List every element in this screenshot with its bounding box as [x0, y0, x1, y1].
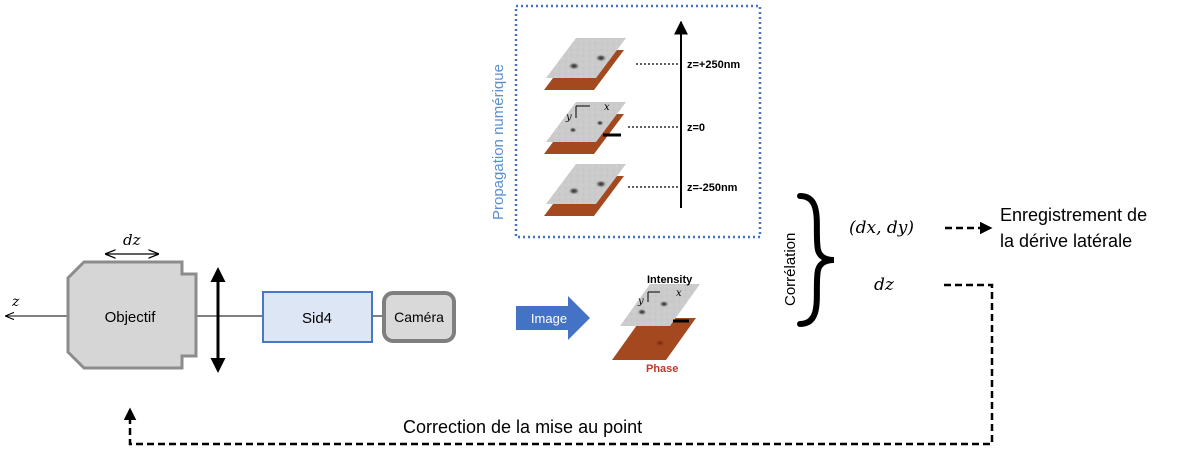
axis-y-label: y	[637, 296, 644, 307]
dz-top-label: dz	[123, 231, 141, 249]
dz-output-label: dz	[874, 275, 895, 295]
image-arrow-label: Image	[531, 311, 567, 326]
propagation-label: Propagation numérique	[490, 64, 507, 220]
intensity-label: Intensity	[647, 274, 693, 286]
camera-box	[382, 291, 456, 343]
camera-label: Caméra	[394, 309, 444, 325]
measured-image-stack: x y	[612, 284, 700, 360]
z-axis-label: z	[11, 294, 20, 310]
phase-label: Phase	[646, 363, 678, 375]
propagation-box	[514, 4, 762, 239]
image-arrow	[516, 296, 590, 340]
phase-plane	[612, 318, 696, 360]
z-plus-label: z=+250nm	[687, 59, 740, 71]
z-zero-label: z=0	[687, 122, 705, 134]
stack-minus-250	[544, 164, 626, 216]
objective-label: Objectif	[105, 309, 157, 326]
correlation-label: Corrélation	[782, 233, 799, 306]
stack-axis-y-label: y	[565, 112, 572, 123]
stack-axis-x-label: x	[604, 102, 610, 113]
feedback-loop	[123, 283, 994, 446]
stack-plus-250	[544, 38, 626, 90]
sid4-box	[262, 291, 373, 343]
objective-body	[66, 260, 198, 370]
z-minus-label: z=-250nm	[687, 182, 738, 194]
registration-label-line2: la dérive latérale	[1000, 231, 1132, 251]
correction-label: Correction de la mise au point	[403, 417, 642, 437]
correlation-brace	[797, 193, 835, 327]
stack-zero	[544, 102, 626, 154]
registration-label-line1: Enregistrement de	[1000, 205, 1147, 225]
dxdy-label: (dx, dy)	[849, 218, 914, 238]
axis-x-label: x	[676, 288, 682, 299]
sid4-label: Sid4	[302, 310, 332, 327]
